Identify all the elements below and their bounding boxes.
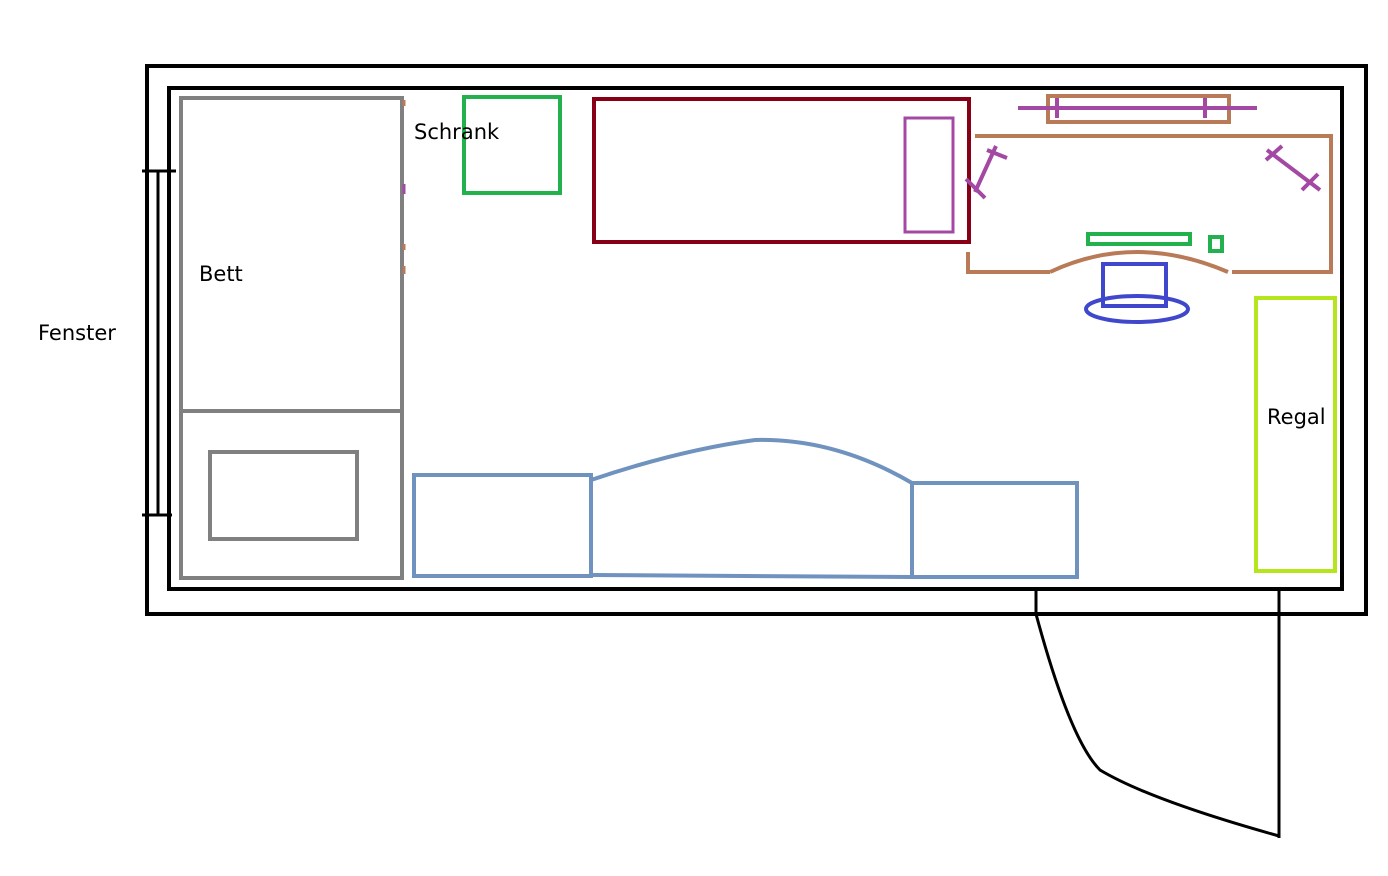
desk-purple-items bbox=[964, 98, 1322, 200]
outer-wall bbox=[145, 64, 1368, 616]
door bbox=[1034, 591, 1281, 838]
desk bbox=[966, 94, 1333, 274]
desk-green-items bbox=[1086, 232, 1224, 253]
wardrobe-label: Schrank bbox=[414, 120, 500, 144]
bed bbox=[179, 96, 404, 580]
window-marker bbox=[142, 169, 176, 517]
window-label: Fenster bbox=[38, 321, 116, 345]
large-cabinet bbox=[592, 97, 971, 244]
inner-wall bbox=[167, 86, 1344, 591]
sofa bbox=[412, 437, 1079, 579]
wardrobe bbox=[462, 95, 562, 195]
shelf bbox=[1254, 296, 1337, 573]
chair bbox=[1084, 262, 1190, 324]
shelf-label: Regal bbox=[1267, 405, 1326, 429]
bed-label: Bett bbox=[199, 262, 243, 286]
purple-box bbox=[903, 116, 955, 234]
